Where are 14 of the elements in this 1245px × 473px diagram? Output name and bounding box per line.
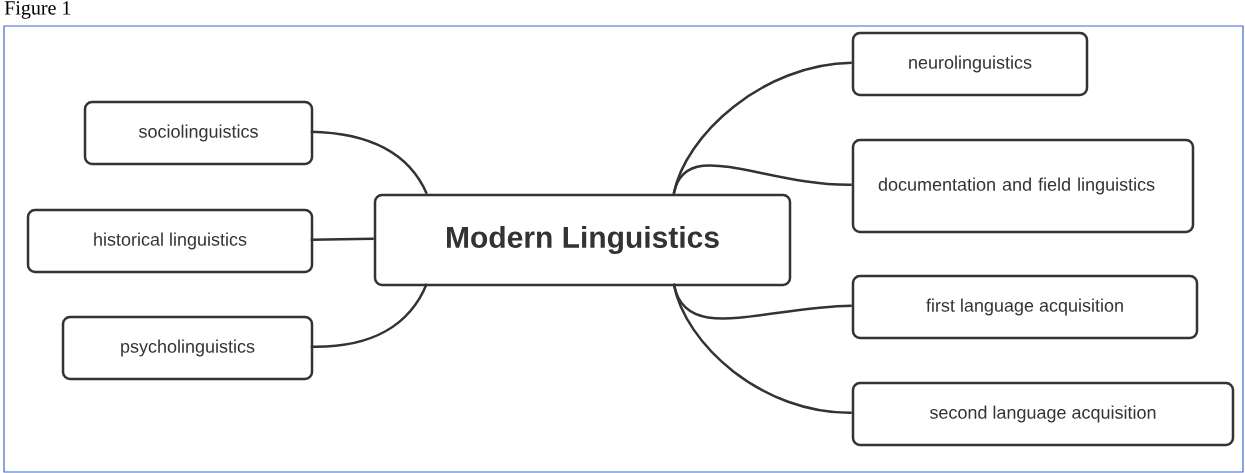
topic-box: Modern Linguistics [373, 193, 792, 287]
connector [310, 283, 428, 348]
subtopic-box: psycholinguistics [61, 315, 314, 381]
connector [310, 130, 428, 195]
connector [310, 237, 374, 241]
connector [672, 283, 852, 414]
subtopic-box: neurolinguistics [851, 31, 1089, 97]
subtopic-box: second language acquisition [851, 381, 1235, 447]
subtopic-box: first language acquisition [851, 274, 1199, 340]
subtopic-box: sociolinguistics [83, 100, 314, 166]
subtopic-box: documentation and field linguistics [851, 138, 1195, 234]
subtopic-box: historical linguistics [26, 208, 314, 274]
connector [672, 164, 852, 195]
figure-title: Figure 1 [4, 1, 71, 19]
